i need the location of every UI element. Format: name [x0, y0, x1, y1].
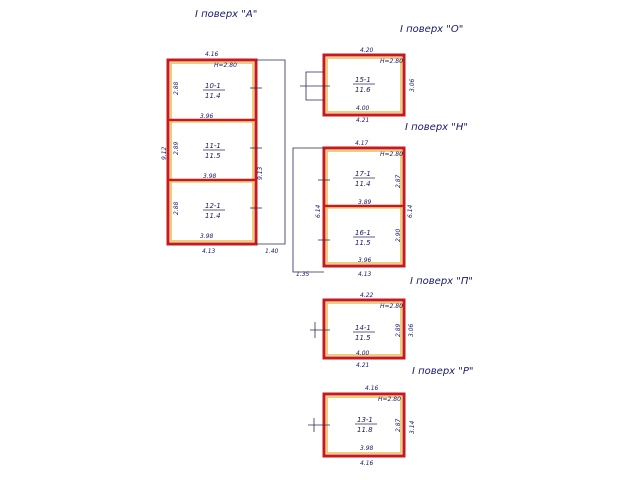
- dim-h-offset: 1.35: [296, 271, 310, 278]
- room-p-number: 14-1: [355, 324, 371, 332]
- dim-p-top: 4.22: [360, 292, 374, 299]
- block-a: I поверх "А" 4.16 H=2.80 10-1 11.4 3.96 …: [161, 9, 286, 255]
- block-p-inner-wall: [326, 302, 402, 356]
- dim-o-height: H=2.80: [380, 58, 403, 65]
- dim-h-right-outer: 6.14: [407, 204, 414, 218]
- block-h: I поверх "Н" 4.17 H=2.80 17-1 11.4 2.87 …: [292, 122, 468, 278]
- dim-p-right-outer: 3.06: [408, 323, 415, 337]
- dim-a3-bottom: 3.98: [200, 233, 214, 240]
- block-a-inner-wall: [170, 62, 254, 242]
- block-p: I поверх "П" 4.22 H=2.80 14-1 11.5 2.89 …: [310, 276, 473, 369]
- block-h-outer-wall: [322, 146, 406, 268]
- dim-p-inner-bottom: 4.00: [356, 350, 370, 357]
- dim-o-top: 4.20: [360, 47, 374, 54]
- dim-p-height: H=2.80: [380, 303, 403, 310]
- room-h1-number: 17-1: [355, 170, 371, 178]
- dim-a2-bottom: 3.98: [203, 173, 217, 180]
- dim-a-top: 4.16: [205, 51, 219, 58]
- title-block-o: I поверх "О": [400, 24, 463, 35]
- dim-h-outer-bottom: 4.13: [358, 271, 372, 278]
- dim-a3-left: 2.88: [173, 201, 180, 215]
- dim-a1-bottom: 3.96: [200, 113, 214, 120]
- room-a1-number: 10-1: [205, 82, 221, 90]
- dim-a2-left: 2.89: [173, 141, 180, 155]
- room-o-area: 11.6: [355, 86, 371, 94]
- room-a2-number: 11-1: [205, 142, 221, 150]
- dim-h-top: 4.17: [355, 140, 369, 147]
- dim-a1-left: 2.88: [173, 81, 180, 95]
- dim-h-left-outer: 6.14: [315, 204, 322, 218]
- dim-a-left-outer: 9.12: [161, 146, 168, 160]
- dim-h2-bottom: 3.96: [358, 257, 372, 264]
- dim-a-right-outer: 9.13: [257, 166, 264, 180]
- block-h-corridor-outline: [292, 147, 324, 273]
- dim-p-outer-bottom: 4.21: [356, 362, 369, 369]
- dim-o-right: 3.06: [409, 78, 416, 92]
- room-r-area: 11.8: [357, 426, 373, 434]
- block-p-outer-wall: [322, 298, 406, 360]
- dim-r-right-inner: 2.87: [395, 418, 402, 432]
- dim-o-outer-bottom: 4.21: [356, 117, 369, 124]
- dim-h-height: H=2.80: [380, 151, 403, 158]
- room-h2-number: 16-1: [355, 229, 371, 237]
- title-block-a: I поверх "А": [195, 9, 257, 20]
- room-p-area: 11.5: [355, 334, 371, 342]
- title-block-h: I поверх "Н": [405, 122, 468, 133]
- dim-h2-right: 2.90: [395, 228, 402, 242]
- block-o-inner-wall: [326, 57, 402, 113]
- dim-h1-right: 2.87: [395, 174, 402, 188]
- dim-r-right-outer: 3.14: [409, 420, 416, 434]
- room-a1-area: 11.4: [205, 92, 221, 100]
- room-o-number: 15-1: [355, 76, 371, 84]
- room-h1-area: 11.4: [355, 180, 371, 188]
- dim-a-outer-bottom: 4.13: [202, 248, 216, 255]
- room-r-number: 13-1: [357, 416, 373, 424]
- dim-p-right-inner: 2.89: [395, 323, 402, 337]
- block-a-corridor-outline: [256, 59, 286, 245]
- room-h2-area: 11.5: [355, 239, 371, 247]
- dim-r-inner-bottom: 3.98: [360, 445, 374, 452]
- room-a3-area: 11.4: [205, 212, 221, 220]
- block-o-outer-wall: [322, 53, 406, 117]
- dim-a-height: H=2.80: [214, 62, 237, 69]
- dim-a-offset: 1.40: [265, 248, 279, 255]
- title-block-p: I поверх "П": [410, 276, 473, 287]
- block-o: I поверх "О" 4.20 H=2.80 15-1 11.6 3.06 …: [300, 24, 463, 124]
- block-r: I поверх "Р" 4.16 H=2.80 13-1 11.8 2.87 …: [308, 366, 474, 467]
- dim-r-height: H=2.80: [378, 396, 401, 403]
- dim-h1-bottom: 3.89: [358, 199, 372, 206]
- dim-o-inner-bottom: 4.00: [356, 105, 370, 112]
- title-block-r: I поверх "Р": [412, 366, 474, 377]
- dim-r-outer-bottom: 4.16: [360, 460, 374, 467]
- room-a3-number: 12-1: [205, 202, 221, 210]
- dim-r-top: 4.16: [365, 385, 379, 392]
- room-a2-area: 11.5: [205, 152, 221, 160]
- block-a-outer-wall: [166, 58, 258, 246]
